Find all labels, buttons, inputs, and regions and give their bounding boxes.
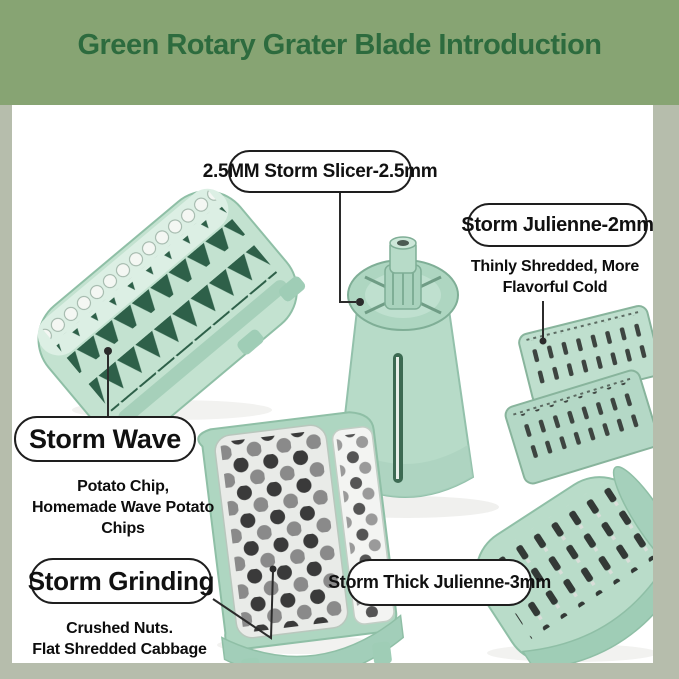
wave-callout: Storm Wave [14, 416, 196, 462]
grinding-callout-label: Storm Grinding [27, 565, 215, 596]
julienne-description-line1: Thinly Shredded, More [470, 258, 640, 275]
julienne-description: Thinly Shredded, More Flavorful Cold [460, 257, 650, 299]
thick-julienne-drum-image [475, 466, 653, 663]
julienne-callout: Storm Julienne-2mm [461, 203, 653, 247]
wave-callout-label: Storm Wave [28, 423, 182, 454]
content-area: 2.5MM Storm Slicer-2.5mm Storm Julienne-… [12, 105, 653, 663]
header-bar: Green Rotary Grater Blade Introduction [0, 0, 679, 105]
storm-wave-blade-image [37, 188, 306, 440]
wave-description-line2: Homemade Wave Potato Chips [31, 498, 215, 537]
page-title: Green Rotary Grater Blade Introduction [77, 29, 602, 61]
julienne-description-line2: Flavorful Cold [502, 278, 608, 296]
grinding-connector-line [212, 570, 274, 640]
slicer-connector-dot [356, 298, 364, 306]
grinding-description: Crushed Nuts. Flat Shredded Cabbage [17, 619, 222, 661]
slicer-callout-label: 2.5MM Storm Slicer-2.5mm [202, 160, 438, 182]
callout-lines [104, 193, 547, 640]
slicer-connector-line [339, 193, 356, 303]
julienne-callout-label: Storm Julienne-2mm [461, 213, 653, 236]
grinding-callout: Storm Grinding [27, 558, 215, 604]
grinding-connector-dot [269, 565, 277, 573]
grinding-description-line2: Flat Shredded Cabbage [32, 640, 207, 658]
product-canvas [37, 188, 653, 663]
julienne-connector-dot [539, 337, 547, 345]
slicer-cone-image [336, 236, 475, 498]
wave-description: Potato Chip, Homemade Wave Potato Chips [12, 477, 234, 539]
grinding-drum-image [197, 411, 405, 663]
julienne-plates-image [504, 305, 653, 485]
wave-connector-dot [104, 347, 112, 355]
grinding-description-line1: Crushed Nuts. [66, 620, 173, 637]
slicer-callout: 2.5MM Storm Slicer-2.5mm [203, 150, 438, 193]
thick-julienne-callout-label: Storm Thick Julienne-3mm [328, 572, 551, 592]
thick-julienne-callout: Storm Thick Julienne-3mm [328, 559, 551, 606]
wave-description-line1: Potato Chip, [77, 478, 169, 495]
